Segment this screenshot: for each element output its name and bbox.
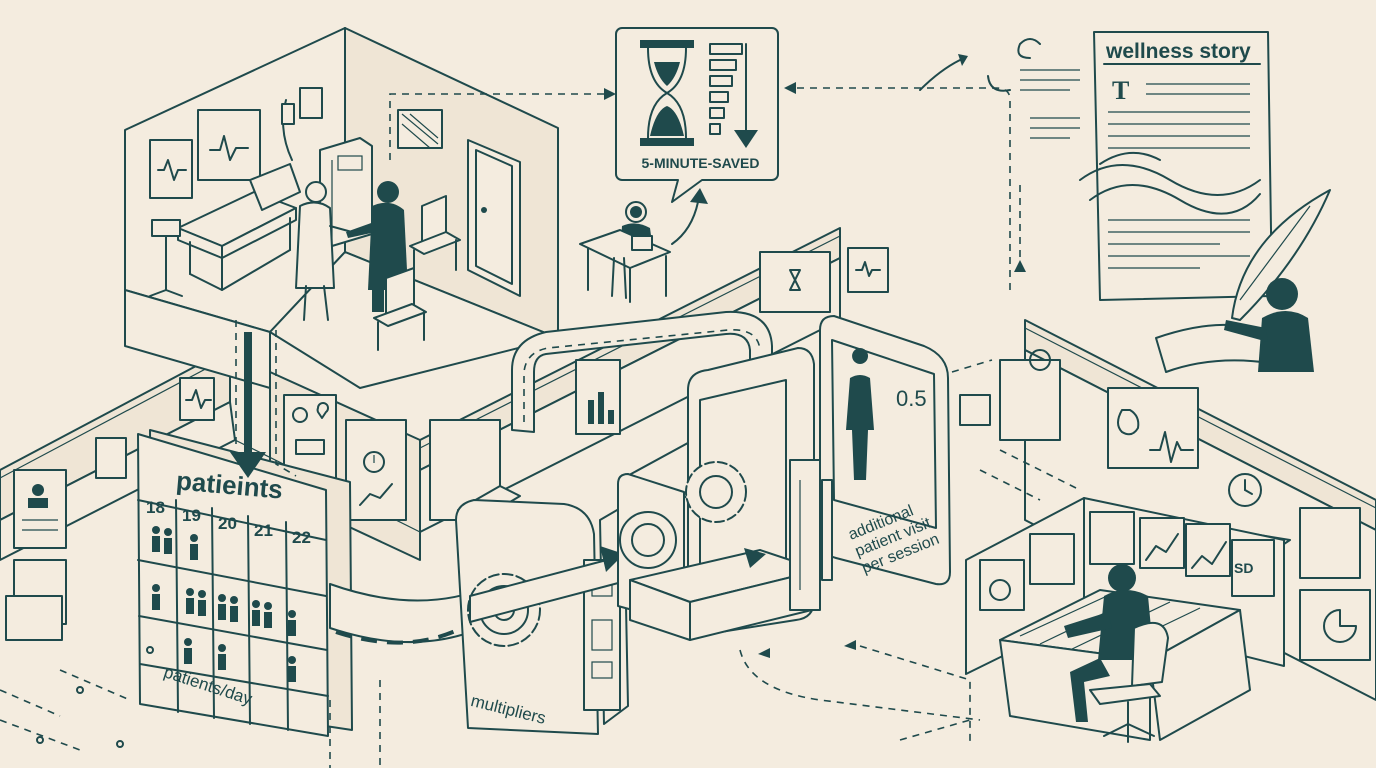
- calendar-day: 20: [218, 514, 237, 533]
- calendar-day: 18: [146, 498, 165, 517]
- control-station: [965, 497, 1291, 743]
- calendar-day: 21: [254, 521, 273, 540]
- calendar-day: 19: [182, 506, 201, 525]
- gear-icon: [685, 461, 747, 523]
- flow-arrows: [0, 54, 1081, 768]
- wall-panels-middle: [283, 247, 889, 521]
- patient-figures: [152, 526, 296, 682]
- monitor-code: SD: [1234, 560, 1254, 576]
- wellness-story-title: wellness story: [1106, 40, 1251, 63]
- visit-value-readout: 0.5: [896, 386, 927, 411]
- exam-room: [124, 27, 559, 389]
- calendar-day: 22: [292, 528, 311, 547]
- progress-bars: [709, 43, 758, 148]
- time-saved-callout: [615, 27, 779, 203]
- desk-worker: [579, 188, 708, 303]
- hourglass-icon: [640, 40, 694, 146]
- process-pipeline: [329, 310, 951, 735]
- patients-calendar: [137, 429, 353, 737]
- minutes-saved-label: 5-MINUTE-SAVED: [641, 155, 760, 171]
- wall-panels-right: [959, 349, 1371, 661]
- wellness-story: [987, 31, 1331, 373]
- wall-panels-left: [5, 377, 215, 641]
- headline-letter: T: [1112, 76, 1130, 105]
